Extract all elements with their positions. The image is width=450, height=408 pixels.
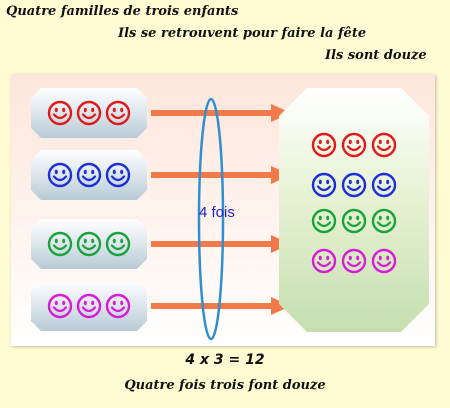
- equation-caption: Quatre fois trois font douze: [124, 378, 326, 393]
- smiley-face-icon: [105, 231, 131, 257]
- smiley-face-icon: [47, 293, 73, 319]
- smiley-face-icon: [76, 162, 102, 188]
- smiley-face-icon: [105, 100, 131, 126]
- smiley-face-icon: [47, 231, 73, 257]
- header-line-1: Quatre familles de trois enfants: [6, 4, 239, 19]
- smiley-face-icon: [76, 100, 102, 126]
- smiley-face-icon: [105, 162, 131, 188]
- illustration-panel: 4 fois: [11, 74, 435, 346]
- grouping-ellipse: [197, 97, 225, 341]
- smiley-face-icon: [47, 100, 73, 126]
- group-row: [279, 172, 429, 198]
- arrow-right-icon: [151, 104, 291, 122]
- smiley-face-icon: [371, 172, 397, 198]
- smiley-face-icon: [341, 132, 367, 158]
- header-line-2: Ils se retrouvent pour faire la fête: [118, 26, 367, 41]
- group-row: [279, 208, 429, 234]
- smiley-face-icon: [341, 172, 367, 198]
- group-row: [279, 248, 429, 274]
- smiley-face-icon: [341, 248, 367, 274]
- smiley-face-icon: [371, 248, 397, 274]
- combined-group: [279, 88, 429, 332]
- header-line-3: Ils sont douze: [325, 48, 427, 63]
- smiley-face-icon: [311, 208, 337, 234]
- smiley-face-icon: [341, 208, 367, 234]
- smiley-face-icon: [311, 172, 337, 198]
- smiley-face-icon: [47, 162, 73, 188]
- equation: 4 x 3 = 12: [185, 352, 265, 368]
- smiley-face-icon: [371, 208, 397, 234]
- family-box: [31, 150, 147, 200]
- group-row: [279, 132, 429, 158]
- family-box: [31, 219, 147, 269]
- smiley-face-icon: [311, 248, 337, 274]
- smiley-face-icon: [105, 293, 131, 319]
- smiley-face-icon: [76, 231, 102, 257]
- multiplier-label: 4 fois: [199, 204, 235, 221]
- smiley-face-icon: [311, 132, 337, 158]
- smiley-face-icon: [371, 132, 397, 158]
- family-box: [31, 281, 147, 331]
- smiley-face-icon: [76, 293, 102, 319]
- family-box: [31, 88, 147, 138]
